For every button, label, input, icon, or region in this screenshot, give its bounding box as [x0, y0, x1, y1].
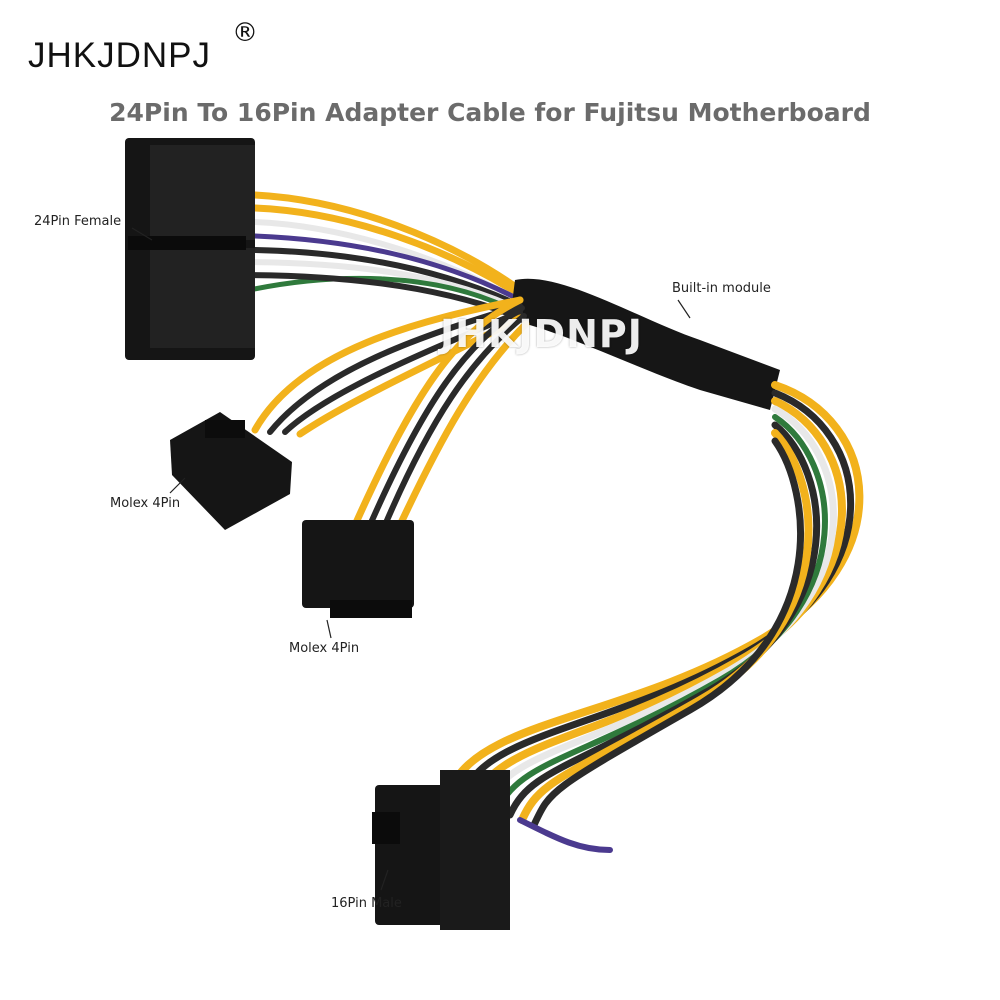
product-title: 24Pin To 16Pin Adapter Cable for Fujitsu…	[109, 98, 871, 127]
label-molex-a: Molex 4Pin	[110, 496, 181, 511]
label-16pin-male: 16Pin Male	[331, 896, 402, 911]
registered-mark: ®	[232, 18, 258, 48]
connector-16pin	[372, 770, 510, 930]
wire-bundle-24pin	[237, 191, 526, 321]
connector-molex-b	[302, 520, 414, 618]
wire-to-molex-b	[351, 296, 530, 529]
connector-molex-a	[170, 412, 292, 530]
connector-24pin	[125, 138, 255, 360]
brand-logo: JHKJDNPJ	[28, 36, 212, 75]
builtin-module	[510, 278, 780, 410]
wire-bundle-16pin	[446, 381, 864, 853]
label-builtin-module: Built-in module	[672, 281, 771, 296]
watermark: JHKJDNPJ	[440, 312, 643, 356]
label-molex-b: Molex 4Pin	[289, 641, 360, 656]
label-24pin-female: 24Pin Female	[34, 214, 122, 229]
callout-arrows	[131, 227, 691, 891]
